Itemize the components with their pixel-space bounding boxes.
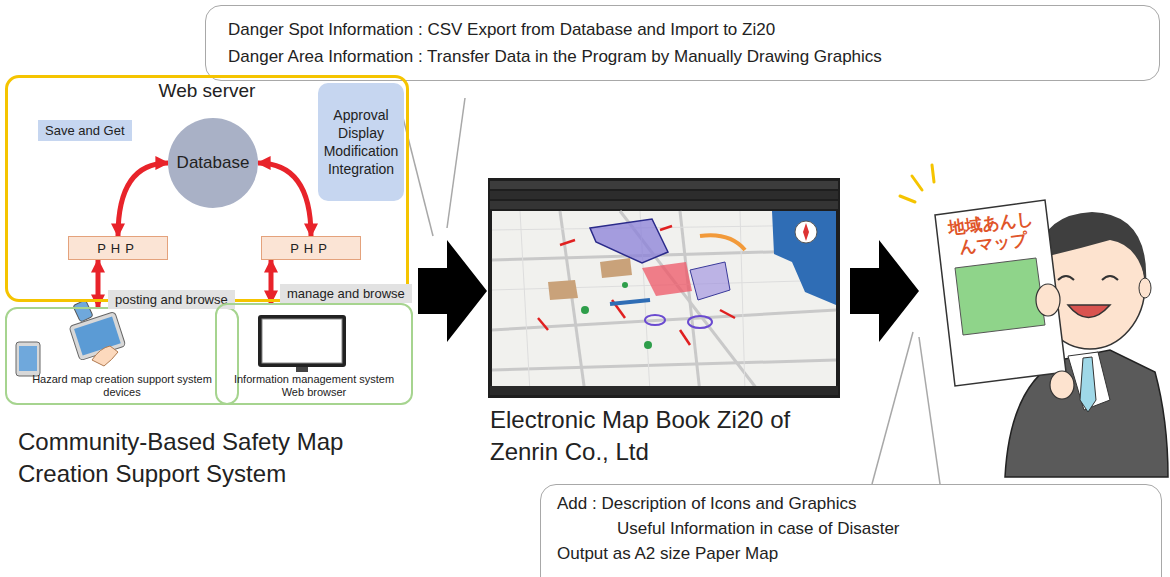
node-text: Save and Get xyxy=(45,123,125,138)
node-text: Information management system Web browse… xyxy=(223,373,405,399)
database-circle: Database xyxy=(168,118,258,208)
map-caption: Electronic Map Book Zi20 of Zenrin Co., … xyxy=(490,404,820,468)
node-text: Approval Display Modification Integratio… xyxy=(322,106,400,178)
client-box: Information management system Web browse… xyxy=(215,303,413,405)
node-text-line: Output as A2 size Paper Map xyxy=(557,541,1145,566)
data-flow-arrow xyxy=(269,260,274,303)
node-text: PHP xyxy=(290,241,332,256)
node-text: Hazard map creation support system devic… xyxy=(13,373,231,399)
action-tag: posting and browse xyxy=(108,290,235,309)
node-text: posting and browse xyxy=(115,293,228,306)
system-caption: Community-Based Safety Map Creation Supp… xyxy=(18,426,388,490)
node-text-line: Danger Area Information : Transfer Data … xyxy=(228,43,1137,70)
data-flow-arrow xyxy=(118,163,168,236)
client-box: Hazard map creation support system devic… xyxy=(5,307,239,405)
web-server-box: Web serverSave and GetDatabaseApproval D… xyxy=(5,75,409,302)
node-text: Add : Description of Icons and Graphics xyxy=(557,491,1145,516)
action-tag: Save and Get xyxy=(38,120,132,141)
node-text: PHP xyxy=(97,241,139,256)
paper-title: 地域あんしんマップ xyxy=(942,208,1042,259)
php-box: PHP xyxy=(261,236,361,260)
node-text-line: Useful Information in case of Disaster xyxy=(557,516,1145,541)
data-flow-arrow xyxy=(258,163,311,236)
function-box: Approval Display Modification Integratio… xyxy=(318,83,404,201)
php-box: PHP xyxy=(68,236,168,260)
node-text: Danger Spot Information : CSV Export fro… xyxy=(228,16,1137,43)
node-text: manage and browse xyxy=(287,287,405,300)
callout-box: Add : Description of Icons and GraphicsU… xyxy=(540,484,1162,577)
action-tag: manage and browse xyxy=(280,284,412,303)
callout-box: Danger Spot Information : CSV Export fro… xyxy=(205,5,1160,81)
node-text: Database xyxy=(177,153,250,173)
